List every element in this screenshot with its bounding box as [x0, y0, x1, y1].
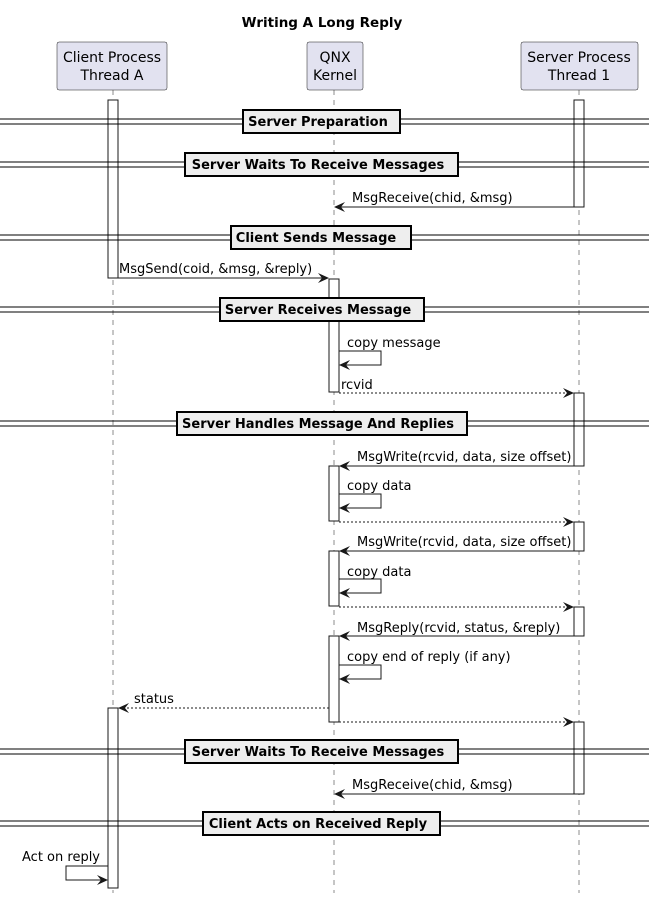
activation-server-2	[573, 392, 585, 467]
message-rcvid-label: rcvid	[341, 378, 373, 393]
activation-client-2	[107, 707, 119, 889]
divider-server-receives-label: Server Receives Message	[225, 303, 411, 318]
message-msgwrite-2-label: MsgWrite(rcvid, data, size offset)	[357, 535, 571, 550]
divider-server-waits-2: Server Waits To Receive Messages	[0, 739, 649, 764]
message-copy-message: copy message	[339, 336, 441, 370]
message-copy-data-2-label: copy data	[347, 565, 411, 580]
message-return-3	[339, 717, 574, 727]
message-msgreceive-2: MsgReceive(chid, &msg)	[334, 778, 574, 799]
activation-server-3	[573, 521, 585, 552]
message-copy-data-1-label: copy data	[347, 479, 411, 494]
message-msgreceive-2-label: MsgReceive(chid, &msg)	[352, 778, 513, 793]
message-act-on-reply-label: Act on reply	[22, 850, 100, 865]
message-copy-data-2: copy data	[339, 565, 411, 598]
participant-server-line2: Thread 1	[547, 68, 610, 84]
activation-kernel-4	[328, 635, 340, 723]
divider-client-sends-label: Client Sends Message	[236, 231, 397, 246]
divider-client-acts-label: Client Acts on Received Reply	[209, 817, 428, 832]
divider-server-handles-label: Server Handles Message And Replies	[182, 417, 454, 432]
divider-server-waits-1-label: Server Waits To Receive Messages	[192, 158, 445, 173]
message-msgwrite-1-label: MsgWrite(rcvid, data, size offset)	[357, 450, 571, 465]
message-msgsend-label: MsgSend(coid, &msg, &reply)	[119, 262, 312, 277]
activation-server-5	[573, 721, 585, 795]
divider-client-sends: Client Sends Message	[0, 225, 649, 250]
divider-server-handles: Server Handles Message And Replies	[0, 411, 649, 436]
participant-client: Client Process Thread A	[56, 41, 168, 91]
participant-kernel: QNX Kernel	[306, 41, 364, 91]
activation-kernel-1	[328, 278, 340, 393]
participant-kernel-line1: QNX	[319, 50, 350, 66]
message-status-label: status	[134, 692, 174, 707]
activation-client-1	[107, 99, 119, 279]
message-msgreply-label: MsgReply(rcvid, status, &reply)	[357, 621, 560, 636]
message-return-2	[339, 602, 574, 612]
message-status: status	[118, 692, 329, 713]
message-msgsend: MsgSend(coid, &msg, &reply)	[118, 262, 329, 283]
message-msgreceive-1-label: MsgReceive(chid, &msg)	[352, 191, 513, 206]
participant-server-line1: Server Process	[527, 50, 630, 66]
divider-client-acts: Client Acts on Received Reply	[0, 811, 649, 836]
divider-server-receives: Server Receives Message	[0, 297, 649, 322]
message-copy-message-label: copy message	[347, 336, 441, 351]
divider-server-waits-2-label: Server Waits To Receive Messages	[192, 745, 445, 760]
divider-server-waits-1: Server Waits To Receive Messages	[0, 152, 649, 177]
message-msgwrite-2: MsgWrite(rcvid, data, size offset)	[339, 535, 574, 556]
diagram-title: Writing A Long Reply	[242, 15, 403, 31]
message-return-1	[339, 517, 574, 527]
message-copy-end-of-reply-label: copy end of reply (if any)	[347, 650, 511, 665]
message-copy-end-of-reply: copy end of reply (if any)	[339, 650, 511, 684]
divider-server-preparation-label: Server Preparation	[248, 115, 388, 130]
message-copy-data-1: copy data	[339, 479, 411, 513]
participant-kernel-line2: Kernel	[313, 68, 357, 84]
divider-server-preparation: Server Preparation	[0, 109, 649, 134]
participant-client-line1: Client Process	[63, 50, 161, 66]
activation-server-1	[573, 99, 585, 208]
message-msgreceive-1: MsgReceive(chid, &msg)	[334, 191, 574, 212]
participant-client-line2: Thread A	[80, 68, 144, 84]
message-rcvid: rcvid	[339, 378, 574, 398]
message-msgwrite-1: MsgWrite(rcvid, data, size offset)	[339, 450, 574, 471]
participant-server: Server Process Thread 1	[520, 41, 639, 91]
activation-kernel-3	[328, 550, 340, 607]
message-msgreply: MsgReply(rcvid, status, &reply)	[339, 621, 574, 641]
activation-server-4	[573, 606, 585, 637]
message-act-on-reply: Act on reply	[22, 850, 108, 885]
activation-kernel-2	[328, 465, 340, 522]
